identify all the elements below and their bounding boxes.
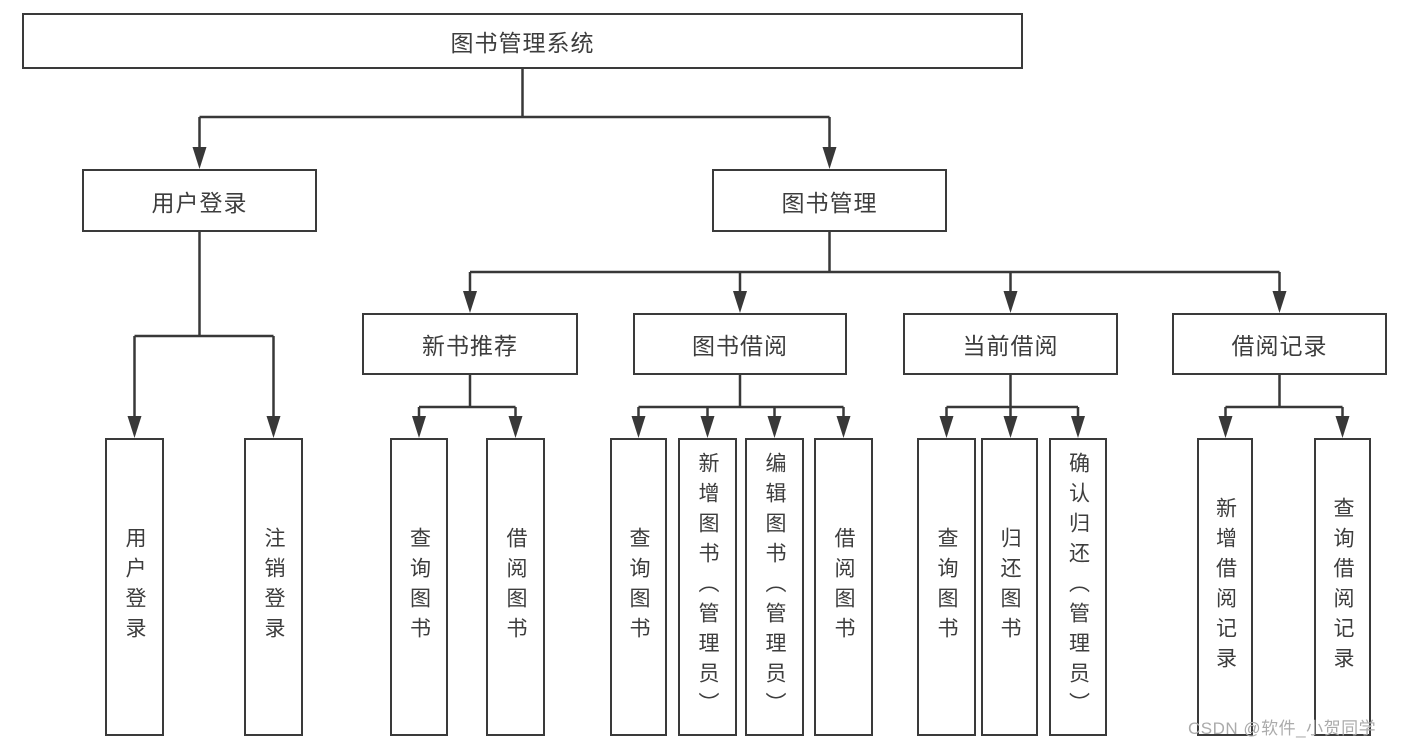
leaf-edit-book-admin: 编辑图书（管理员） [745, 438, 804, 736]
node-label: 借阅记录 [1231, 333, 1328, 359]
node-label: 借阅图书 [504, 527, 527, 647]
node-label: 确认归还（管理员） [1066, 452, 1090, 722]
node-label: 查询借阅记录 [1331, 497, 1354, 677]
arrowhead [939, 416, 954, 438]
leaf-query-books-borrow: 查询图书 [610, 438, 667, 736]
arrowhead [1003, 416, 1018, 438]
node-label: 借阅图书 [832, 527, 855, 647]
node-book-management: 图书管理 [712, 169, 947, 232]
node-label: 查询图书 [935, 527, 958, 647]
node-user-login: 用户登录 [82, 169, 317, 232]
leaf-borrow-books: 借阅图书 [814, 438, 873, 736]
arrowhead [1335, 416, 1350, 438]
node-label: 新书推荐 [422, 333, 518, 359]
node-label: 注销登录 [262, 527, 285, 647]
node-label: 图书管理系统 [450, 30, 595, 56]
node-label: 用户登录 [123, 527, 146, 647]
node-book-borrow: 图书借阅 [633, 313, 847, 375]
node-label: 查询图书 [407, 527, 431, 647]
arrowhead [631, 416, 646, 438]
node-label: 查询图书 [627, 527, 650, 647]
leaf-query-books-current: 查询图书 [917, 438, 976, 736]
arrowhead [700, 416, 715, 438]
node-label: 图书借阅 [692, 333, 788, 359]
node-label: 图书管理 [781, 189, 878, 216]
arrowhead [1218, 416, 1233, 438]
arrowhead [1272, 291, 1287, 313]
node-borrow-records: 借阅记录 [1172, 313, 1387, 375]
node-current-borrow: 当前借阅 [903, 313, 1118, 375]
node-new-book-recommend: 新书推荐 [362, 313, 578, 375]
leaf-return-book: 归还图书 [981, 438, 1038, 736]
edge-book-management-to-level3 [463, 232, 1287, 313]
arrowhead [1003, 291, 1018, 313]
arrowhead [822, 147, 837, 169]
leaf-confirm-return-admin: 确认归还（管理员） [1049, 438, 1107, 736]
node-label: 新增借阅记录 [1213, 497, 1237, 677]
edge-borrow-records-to-leaves [1218, 375, 1350, 438]
arrowhead [127, 416, 142, 438]
leaf-add-book-admin: 新增图书（管理员） [678, 438, 737, 736]
edge-root-to-level2 [192, 69, 837, 169]
arrowhead [266, 416, 281, 438]
node-label: 新增图书（管理员） [696, 452, 719, 722]
arrowhead [508, 416, 523, 438]
node-label: 编辑图书（管理员） [763, 452, 786, 722]
arrowhead [192, 147, 207, 169]
node-label: 用户登录 [151, 189, 248, 216]
edge-user-login-to-leaves [127, 232, 281, 438]
leaf-borrow-books-recommend: 借阅图书 [486, 438, 545, 736]
arrowhead [463, 291, 477, 313]
node-root: 图书管理系统 [22, 13, 1023, 69]
arrowhead [412, 416, 426, 438]
watermark: CSDN @软件_小贺同学 [1188, 719, 1377, 738]
leaf-query-borrow-record: 查询借阅记录 [1314, 438, 1371, 736]
edge-new-book-recommend-to-leaves [412, 375, 523, 438]
node-label: 归还图书 [998, 527, 1021, 647]
leaf-query-books-recommend: 查询图书 [390, 438, 448, 736]
leaf-add-borrow-record: 新增借阅记录 [1197, 438, 1253, 736]
leaf-logout: 注销登录 [244, 438, 303, 736]
node-label: 当前借阅 [962, 333, 1059, 359]
arrowhead [733, 291, 747, 313]
leaf-user-login: 用户登录 [105, 438, 164, 736]
arrowhead [1071, 416, 1085, 438]
edge-current-borrow-to-leaves [939, 375, 1085, 438]
arrowhead [767, 416, 782, 438]
arrowhead [836, 416, 851, 438]
edge-book-borrow-to-leaves [631, 375, 851, 438]
